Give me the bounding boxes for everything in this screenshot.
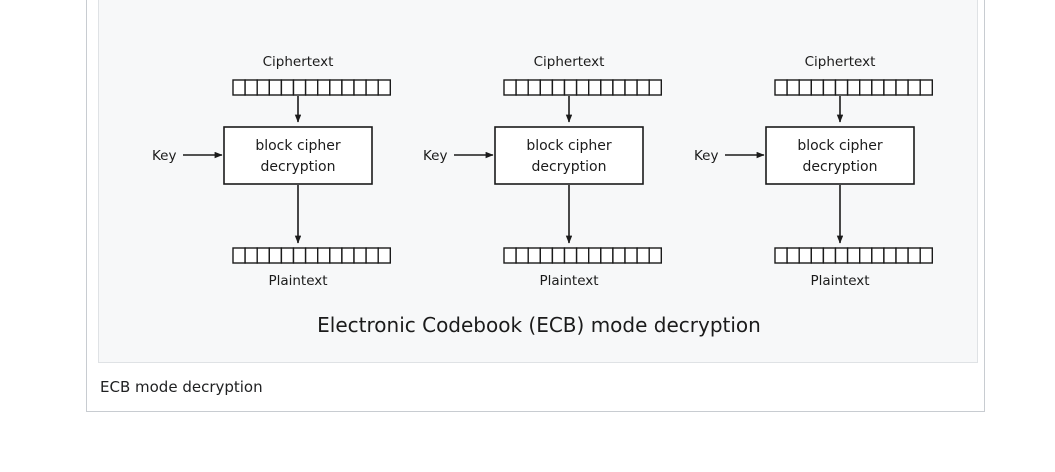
ecb-decryption-diagram: Ciphertext	[152, 54, 934, 337]
figure-caption: ECB mode decryption	[100, 378, 263, 396]
plaintext-block-bar	[774, 247, 934, 264]
block-cipher-label-line2: decryption	[803, 159, 878, 175]
ecb-panel-3: Ciphertext	[694, 54, 934, 289]
ciphertext-block-bar	[232, 79, 392, 96]
block-cipher-label-line1: block cipher	[797, 138, 883, 154]
block-cipher-box	[494, 126, 644, 185]
ciphertext-label: Ciphertext	[805, 54, 876, 70]
plaintext-label: Plaintext	[810, 273, 869, 289]
ciphertext-label: Ciphertext	[534, 54, 605, 70]
plaintext-label: Plaintext	[539, 273, 598, 289]
ciphertext-block-bar	[774, 79, 934, 96]
block-cipher-label-line1: block cipher	[255, 138, 341, 154]
figure-container: Ciphertext	[86, 0, 985, 412]
plaintext-label: Plaintext	[268, 273, 327, 289]
diagram-title: Electronic Codebook (ECB) mode decryptio…	[317, 313, 761, 337]
block-cipher-label-line2: decryption	[532, 159, 607, 175]
block-cipher-label-line1: block cipher	[526, 138, 612, 154]
ciphertext-label: Ciphertext	[263, 54, 334, 70]
plaintext-block-bar	[232, 247, 392, 264]
plaintext-block-bar	[503, 247, 663, 264]
ecb-panel-1: Ciphertext	[152, 54, 392, 289]
key-label: Key	[152, 148, 176, 164]
ecb-panel-2: Ciphertext	[423, 54, 663, 289]
block-cipher-box	[223, 126, 373, 185]
key-label: Key	[423, 148, 447, 164]
ciphertext-block-bar	[503, 79, 663, 96]
diagram-image[interactable]: Ciphertext	[98, 0, 978, 363]
key-label: Key	[694, 148, 718, 164]
block-cipher-box	[765, 126, 915, 185]
block-cipher-label-line2: decryption	[261, 159, 336, 175]
